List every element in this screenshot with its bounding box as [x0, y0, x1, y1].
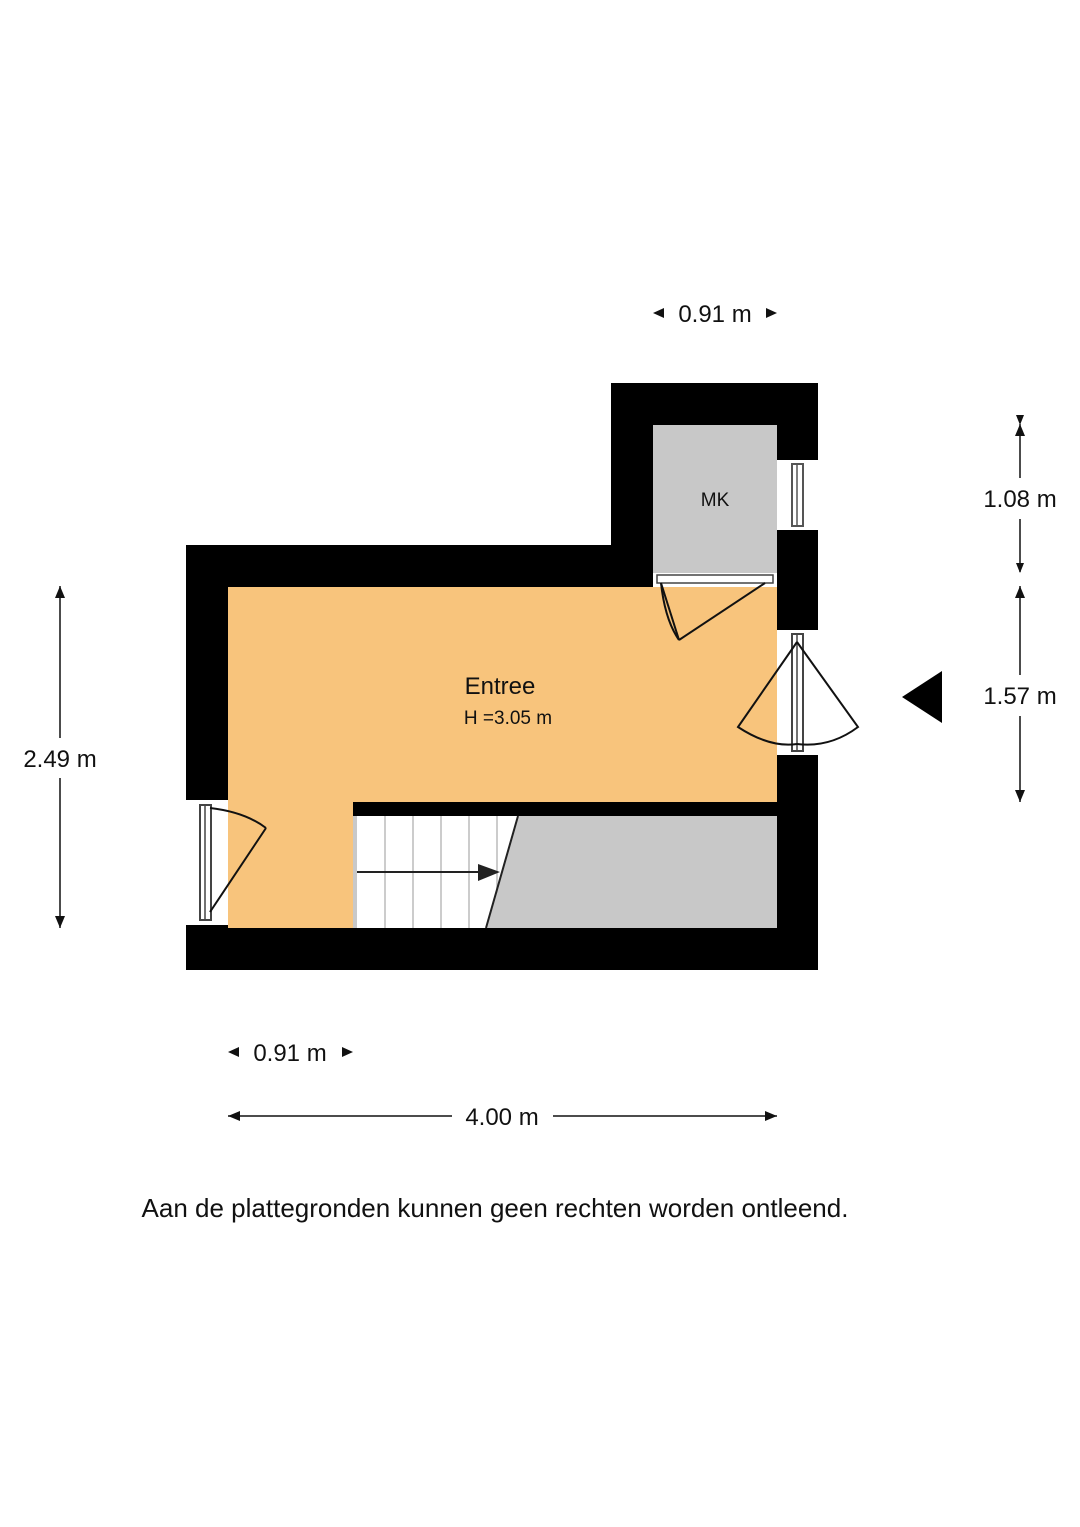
room-entree-floor: [228, 587, 777, 802]
room-mk-name: MK: [701, 490, 730, 511]
door-mk: [653, 573, 777, 641]
door-front: [736, 630, 860, 755]
dimension-bottom-small-label: 0.91 m: [253, 1040, 326, 1067]
entrance-arrow-icon: [902, 671, 942, 723]
dimension-right-upper-label: 1.08 m: [983, 486, 1056, 513]
room-entree-name: Entree: [465, 673, 536, 700]
dimension-left-height-label: 2.49 m: [23, 746, 96, 773]
dimension-right-upper: 1.08 m: [983, 415, 1057, 573]
dimension-top-width: 0.91 m: [653, 301, 777, 328]
dimension-bottom-small: 0.91 m: [228, 1040, 353, 1067]
room-entree-height: H =3.05 m: [464, 708, 552, 729]
room-entree-floor-extension: [228, 800, 353, 928]
door-left: [186, 800, 267, 925]
dimension-left-height: 2.49 m: [23, 586, 97, 928]
windows: [777, 460, 818, 530]
dimension-right-lower: 1.57 m: [983, 586, 1057, 802]
disclaimer-text: Aan de plattegronden kunnen geen rechten…: [142, 1193, 849, 1223]
dimension-right-lower-label: 1.57 m: [983, 683, 1056, 710]
dimension-bottom-total-label: 4.00 m: [465, 1104, 538, 1131]
room-mk-floor: [653, 425, 777, 573]
dimension-top-width-label: 0.91 m: [678, 301, 751, 328]
staircase: [357, 815, 519, 929]
dimension-bottom-total: 4.00 m: [228, 1104, 777, 1131]
stair-direction-arrow-icon: [478, 864, 500, 881]
